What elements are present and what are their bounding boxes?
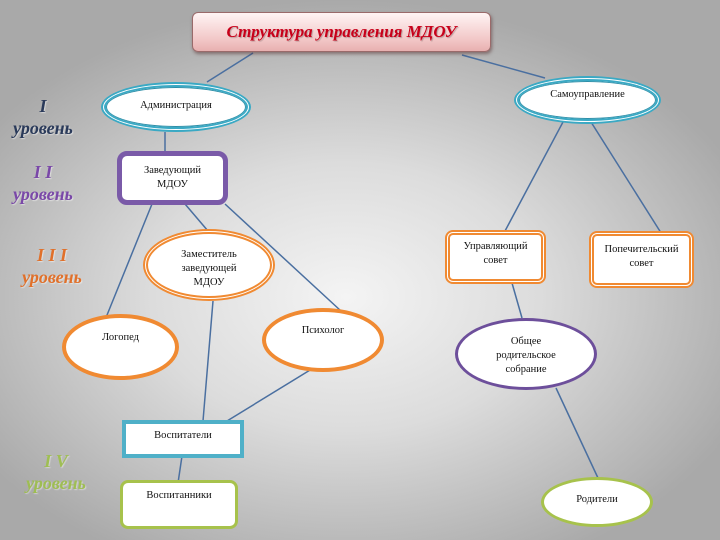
node-board-of-trustees: Попечительский совет — [589, 231, 694, 288]
node-psychologist: Психолог — [262, 308, 384, 372]
node-parent-meeting-line3: собрание — [505, 364, 547, 375]
line-psychologist-educators — [226, 366, 316, 422]
level-4-numeral: I V — [44, 451, 68, 471]
node-psychologist-label: Психолог — [301, 325, 345, 336]
line-parent-meeting-parents — [555, 387, 599, 479]
node-governing-council-line1: Управляющий — [463, 241, 528, 252]
node-self-government: Самоуправление — [514, 76, 661, 124]
node-speech-therapist: Логопед — [62, 314, 179, 380]
node-speech-therapist-label: Логопед — [102, 332, 139, 343]
node-administration-label: Администрация — [140, 100, 212, 111]
node-board-of-trustees-line2: совет — [629, 258, 654, 269]
node-governing-council: Управляющий совет — [445, 230, 546, 284]
node-pupils-label: Воспитанники — [146, 490, 212, 501]
line-deputy-educators — [202, 300, 214, 422]
level-2-numeral: I I — [33, 162, 53, 182]
node-administration: Администрация — [101, 82, 251, 132]
node-educators-label: Воспитатели — [154, 430, 212, 441]
node-head: Заведующий МДОУ — [117, 151, 228, 205]
node-board-of-trustees-line1: Попечительский — [604, 244, 679, 255]
level-2-word: уровень — [13, 184, 73, 204]
node-parents: Родители — [541, 477, 653, 527]
node-pupils: Воспитанники — [120, 480, 238, 529]
level-3-word: уровень — [22, 267, 82, 287]
line-title-self-government — [461, 54, 546, 79]
line-title-administration — [206, 52, 254, 83]
node-parent-meeting-line1: Общее — [510, 336, 542, 347]
node-head-line1: Заведующий — [143, 165, 202, 176]
level-1-numeral: I — [39, 96, 47, 116]
node-deputy-line3: МДОУ — [193, 277, 225, 288]
node-parent-meeting: Общее родительское собрание — [455, 318, 597, 390]
node-head-line2: МДОУ — [157, 179, 188, 190]
node-governing-council-line2: совет — [483, 255, 508, 266]
level-1-label: I уровень — [8, 95, 78, 139]
level-3-label: I I I уровень — [14, 244, 90, 288]
line-self-government-board — [590, 121, 664, 237]
node-deputy-line2: заведующей — [181, 263, 237, 274]
node-educators: Воспитатели — [122, 420, 244, 458]
level-4-label: I V уровень — [18, 450, 94, 494]
diagram-title: Структура управления МДОУ — [192, 12, 491, 52]
level-4-word: уровень — [26, 473, 86, 493]
node-self-government-label: Самоуправление — [550, 89, 625, 100]
level-3-numeral: I I I — [36, 245, 67, 265]
node-parent-meeting-line2: родительское — [496, 350, 556, 361]
line-educators-pupils — [177, 455, 183, 484]
line-head-psychologist — [224, 203, 342, 312]
line-self-government-governing-council — [504, 121, 564, 232]
line-head-deputy — [184, 203, 209, 232]
line-head-speech-therapist — [104, 203, 153, 321]
level-1-word: уровень — [13, 118, 73, 138]
node-parents-label: Родители — [576, 494, 618, 505]
node-deputy-line1: Заместитель — [181, 249, 237, 260]
level-2-label: I I уровень — [8, 161, 78, 205]
line-governing-council-parent-meeting — [511, 282, 523, 319]
node-deputy: Заместитель заведующей МДОУ — [143, 229, 275, 301]
